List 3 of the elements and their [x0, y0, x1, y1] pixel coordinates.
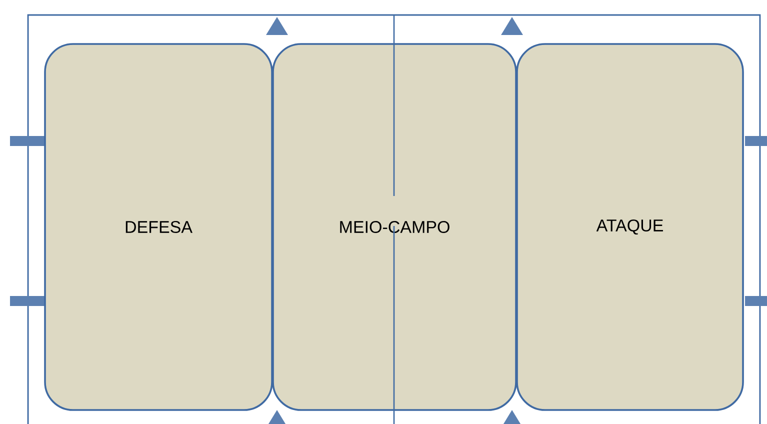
zone-box: ATAQUE — [516, 43, 744, 411]
zone-box: MEIO-CAMPO — [272, 43, 517, 411]
zone-box: DEFESA — [44, 43, 273, 411]
